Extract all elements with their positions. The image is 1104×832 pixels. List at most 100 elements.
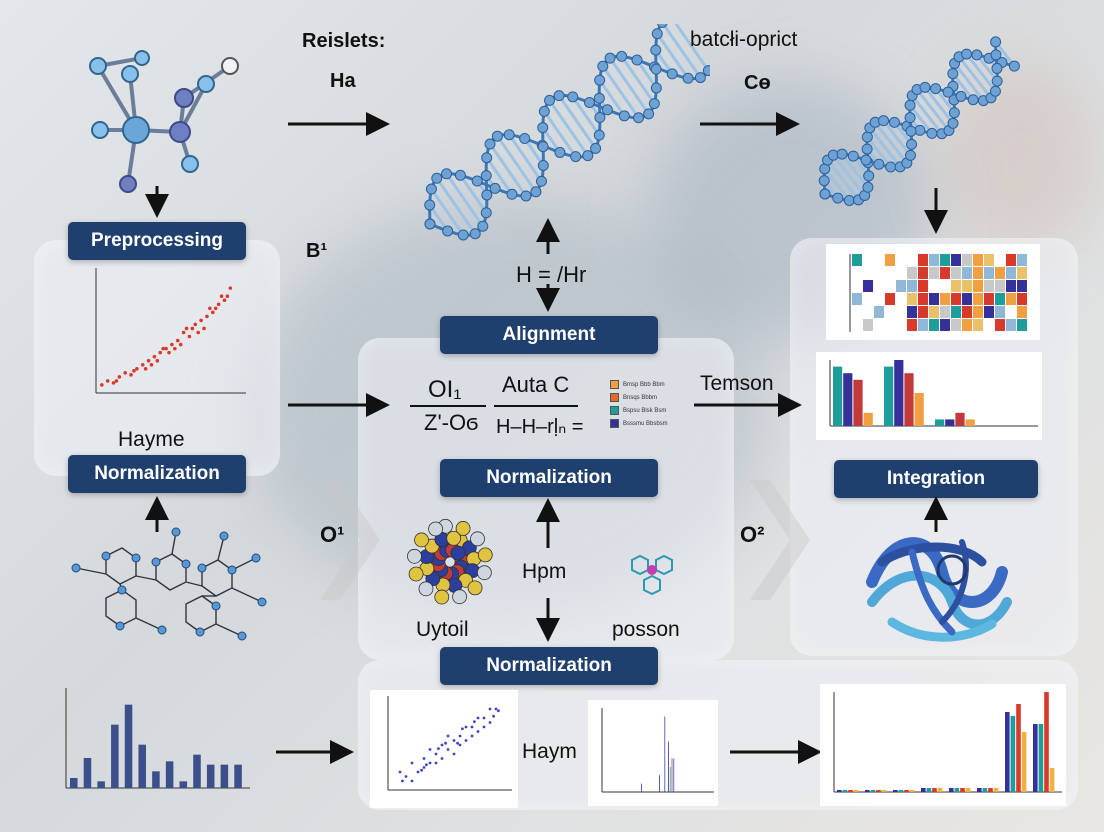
- heatmap-cell: [984, 267, 994, 279]
- normalization-left-label: Normalization: [68, 455, 246, 493]
- dna-bead: [919, 81, 931, 93]
- heatmap-cell: [874, 267, 884, 279]
- heatmap-cell: [940, 306, 950, 318]
- heatmap-cell: [1017, 280, 1027, 292]
- heatmap-cell: [984, 254, 994, 266]
- scatter-point: [492, 714, 495, 718]
- dna-rung: [656, 32, 690, 80]
- scatter-point: [446, 734, 450, 738]
- heatmap-cell: [863, 280, 873, 292]
- normalization-bottom-label: Normalization: [440, 647, 658, 685]
- dna-rung: [840, 153, 870, 189]
- bar: [671, 758, 673, 792]
- heatmap-cell: [885, 319, 895, 331]
- preprocessing-label: Preprocessing: [68, 222, 246, 260]
- scatter-point: [428, 748, 432, 751]
- heatmap-cell: [995, 267, 1005, 279]
- scatter-point: [404, 775, 408, 778]
- hpm-text: Hpm: [522, 560, 567, 583]
- bar: [853, 790, 859, 792]
- dna-rung: [635, 59, 658, 89]
- bar: [870, 790, 876, 792]
- heatmap-cell: [995, 319, 1005, 331]
- dna-rung: [908, 104, 934, 135]
- heatmap-cell: [1006, 319, 1016, 331]
- heatmap-cell: [918, 293, 928, 305]
- dna-bead: [873, 158, 885, 170]
- heatmap-cell: [929, 267, 939, 279]
- bar: [833, 366, 843, 426]
- h-h-rl-text: H–H–rḷₙ =: [496, 416, 584, 438]
- heatmap-cell: [863, 306, 873, 318]
- heatmap-cell: [852, 319, 862, 331]
- dna-rung: [601, 65, 640, 119]
- heatmap-cell: [874, 254, 884, 266]
- bar: [921, 788, 926, 792]
- dna-bead: [862, 181, 874, 193]
- bar: [904, 790, 909, 792]
- heatmap-cell: [852, 293, 862, 305]
- haym-text: Haym: [522, 740, 577, 763]
- heatmap-cell: [929, 254, 939, 266]
- legend-swatch: [610, 393, 619, 402]
- scatter-point: [461, 727, 464, 731]
- bar: [909, 790, 915, 792]
- scatter-point: [440, 743, 444, 747]
- bar: [165, 761, 174, 788]
- heatmap-cell: [896, 319, 906, 331]
- preprocessing-scatter-chart: [95, 268, 246, 394]
- dna-bead: [942, 86, 954, 98]
- scatter-point: [178, 342, 183, 347]
- dna-rung: [430, 188, 465, 236]
- scatter-point: [420, 768, 423, 772]
- scatter-point: [476, 716, 480, 720]
- dna-bead: [648, 98, 660, 110]
- atom-sphere: [446, 530, 462, 546]
- heatmap-cell: [896, 254, 906, 266]
- dna-rung: [882, 119, 912, 157]
- dna-bead: [836, 148, 848, 160]
- heatmap-cell: [907, 293, 917, 305]
- legend-swatch: [610, 380, 619, 389]
- heatmap-cell: [951, 293, 961, 305]
- heatmap-cell: [962, 267, 972, 279]
- dna-bead: [860, 154, 872, 166]
- heatmap-cell: [973, 280, 983, 292]
- dna-bead: [594, 74, 606, 86]
- bar: [206, 764, 215, 788]
- dna-bead: [990, 49, 1002, 61]
- scatter-point: [216, 302, 221, 307]
- dna-bead: [481, 152, 493, 164]
- heatmap-cell: [973, 306, 983, 318]
- dna-bead: [553, 90, 565, 102]
- heatmap-cell: [896, 293, 906, 305]
- legend-item: Bnsqs Bbbm: [610, 391, 700, 404]
- bar: [881, 790, 887, 792]
- atom-sphere: [418, 581, 434, 597]
- dna-rung: [975, 53, 999, 83]
- dna-rung: [915, 88, 951, 132]
- bar: [993, 788, 999, 792]
- dna-rung: [485, 156, 514, 196]
- atom-sphere: [455, 521, 471, 536]
- dna-bead: [947, 117, 959, 129]
- dna-bead: [832, 192, 844, 204]
- dna-bead: [618, 110, 630, 122]
- scatter-point: [205, 314, 209, 319]
- heatmap-cell: [907, 306, 917, 318]
- dna-bead: [424, 199, 436, 211]
- bar: [641, 783, 642, 792]
- heatmap-cell: [1017, 306, 1027, 318]
- dna-bead: [847, 150, 859, 162]
- scatter-point: [135, 367, 139, 371]
- dna-bead: [441, 168, 453, 180]
- dna-bead: [442, 225, 454, 237]
- scatter-point: [410, 779, 414, 783]
- scatter-point: [100, 383, 104, 387]
- dna-bead: [471, 175, 483, 187]
- dna-bead: [535, 175, 547, 187]
- dna-helix-center-icon: [424, 24, 710, 241]
- dna-rung: [620, 55, 656, 105]
- heatmap-cell: [874, 319, 884, 331]
- dna-bead: [650, 63, 662, 75]
